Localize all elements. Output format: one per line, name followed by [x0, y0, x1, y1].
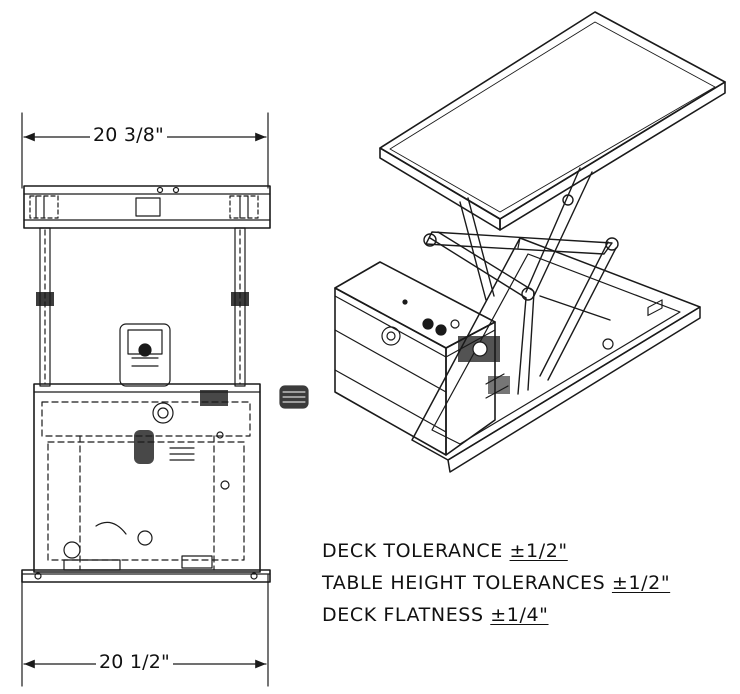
note-label: DECK TOLERANCE: [322, 540, 503, 562]
iso-scissor-arms: [423, 167, 619, 395]
iso-base-frame: [411, 237, 701, 473]
dimension-label-bottom: 20 1/2": [96, 651, 173, 673]
front-base: [33, 383, 261, 573]
note-value: ±1/2": [611, 572, 671, 594]
dimension-label-top: 20 3/8": [90, 124, 167, 146]
note-deck-tolerance: DECK TOLERANCE ±1/2": [322, 540, 568, 562]
front-cylinder: [119, 323, 171, 387]
iso-power-unit: [334, 261, 510, 456]
front-knob: [279, 385, 309, 409]
note-value: ±1/2": [509, 540, 568, 562]
front-bottom-platform: [21, 569, 271, 583]
isometric-view: [334, 11, 726, 473]
iso-top-deck: [379, 11, 726, 231]
note-deck-flatness: DECK FLATNESS ±1/4": [322, 604, 549, 626]
note-table-height-tolerances: TABLE HEIGHT TOLERANCES ±1/2": [322, 572, 670, 594]
note-label: DECK FLATNESS: [322, 604, 484, 626]
front-top-deck: [23, 185, 271, 229]
front-view: [21, 185, 309, 583]
note-value: ±1/4": [490, 604, 549, 626]
front-columns: [36, 227, 249, 387]
note-label: TABLE HEIGHT TOLERANCES: [322, 572, 606, 594]
